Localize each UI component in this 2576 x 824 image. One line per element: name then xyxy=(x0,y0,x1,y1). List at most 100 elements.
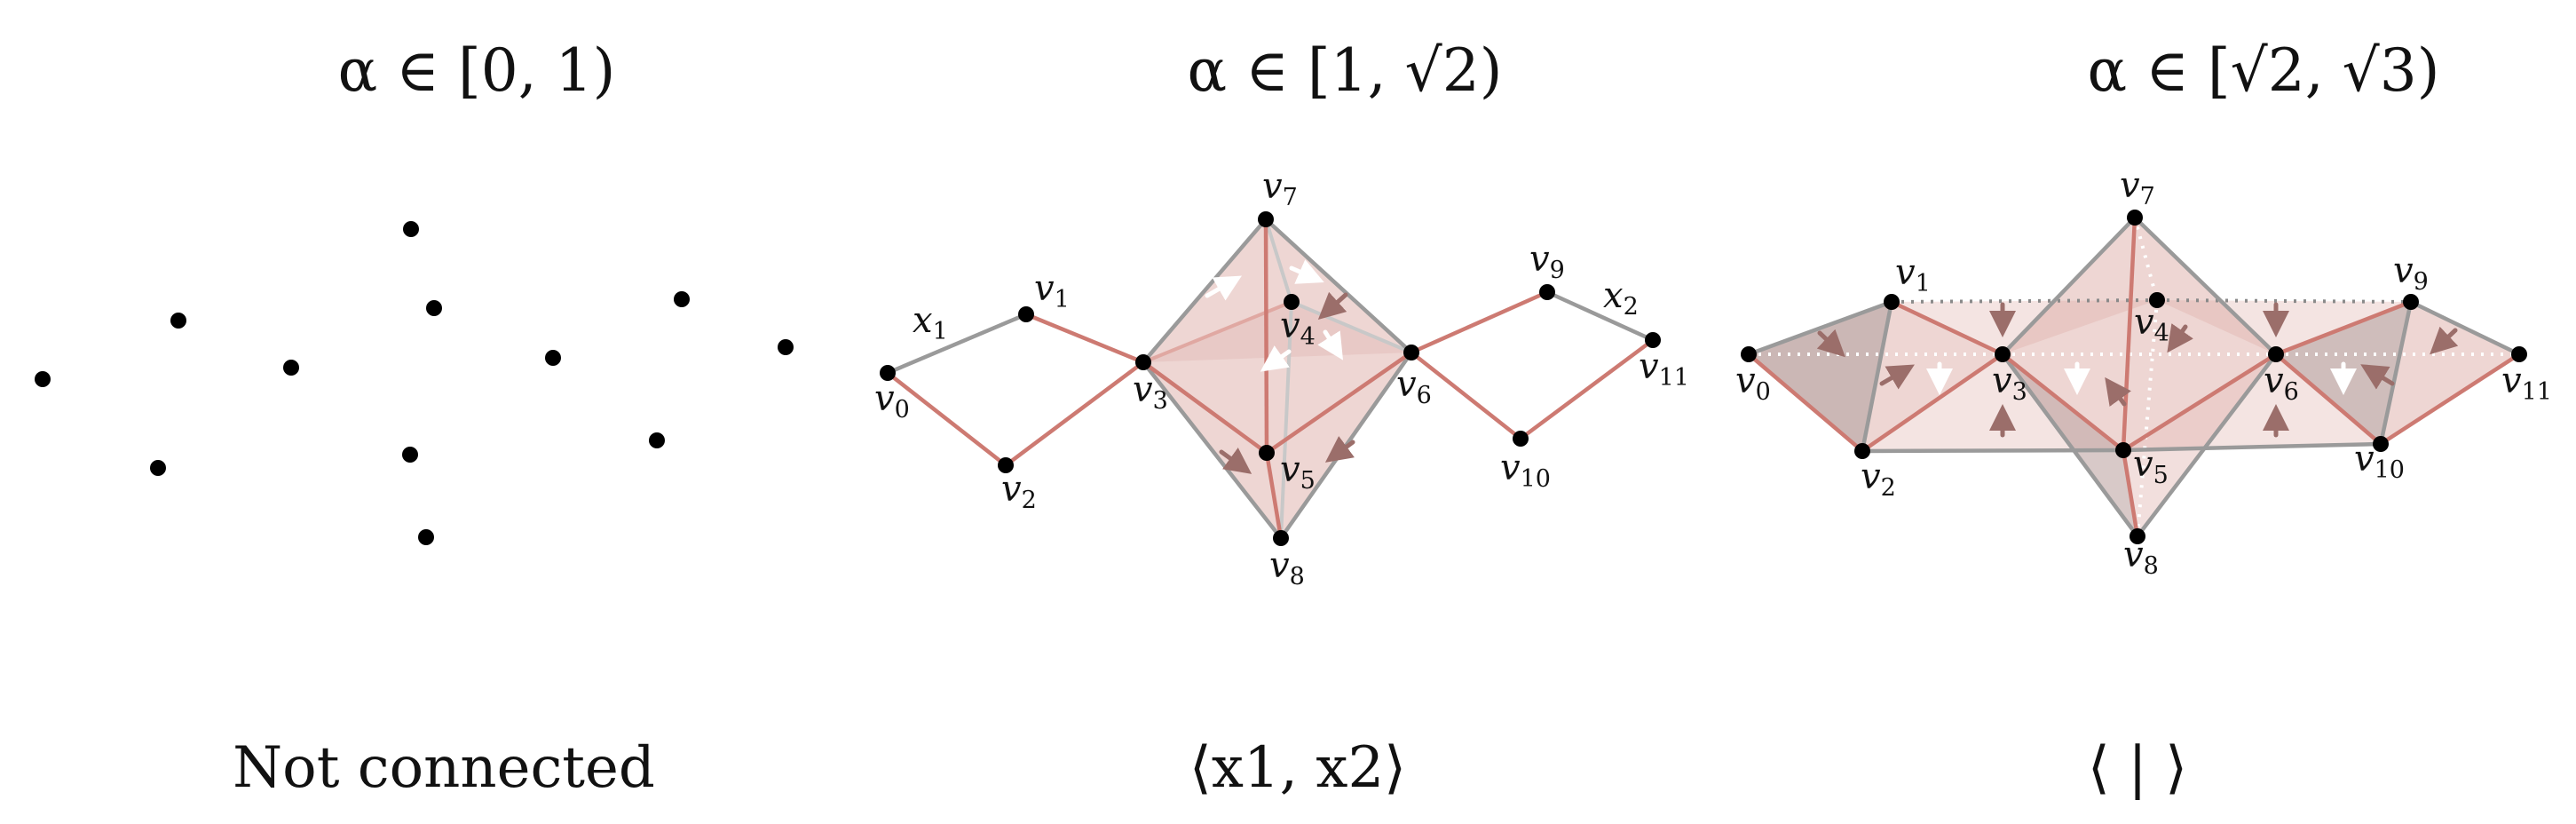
point xyxy=(649,432,665,448)
edge xyxy=(2379,353,2521,446)
label-v6: v6 xyxy=(2264,360,2299,406)
point xyxy=(403,221,419,237)
edge xyxy=(1025,312,1144,365)
vertex-v11 xyxy=(2511,346,2527,362)
point xyxy=(150,460,166,476)
label-v5: v5 xyxy=(2133,444,2169,489)
label-v3: v3 xyxy=(1133,369,1168,415)
orientation-arrow xyxy=(1219,448,1252,474)
edge xyxy=(2122,353,2278,452)
orientation-arrow xyxy=(2167,323,2193,353)
edge xyxy=(1519,338,1655,440)
panel3-caption: ⟨ | ⟩ xyxy=(2088,735,2187,801)
vertex-v3 xyxy=(1995,346,2011,362)
octa-edge xyxy=(1142,360,1268,455)
label-v1: v1 xyxy=(1034,268,1070,313)
orientation-arrow xyxy=(1205,275,1242,301)
face xyxy=(2381,302,2519,444)
edge xyxy=(2275,299,2412,357)
orientation-arrow xyxy=(2105,376,2131,407)
face xyxy=(1749,302,1892,451)
octa-edge-back xyxy=(1291,300,1412,354)
label-v0: v0 xyxy=(874,378,910,424)
point xyxy=(418,529,434,545)
panel2-title-close: ) xyxy=(1480,36,1503,105)
vertex-v9 xyxy=(2403,294,2419,310)
edge xyxy=(1546,289,1654,343)
label-v5: v5 xyxy=(1280,449,1316,495)
label-x2: x2 xyxy=(1603,275,1639,321)
orientation-arrow xyxy=(1324,436,1355,463)
panel3-complex: v0 v1 v2 v3 v4 v5 v6 v7 v8 v9 v10 v11 xyxy=(1735,165,2552,580)
point xyxy=(35,371,51,387)
vertex-v5 xyxy=(2115,442,2131,458)
vertex-v2 xyxy=(1854,443,1870,459)
vertex-v4 xyxy=(2149,292,2165,308)
label-v9: v9 xyxy=(2393,250,2429,296)
edge xyxy=(2274,353,2382,446)
label-v9: v9 xyxy=(1529,239,1565,284)
panel3-title-main: α ∈ [ xyxy=(2088,36,2231,105)
edge xyxy=(1748,299,1892,357)
label-v7: v7 xyxy=(2120,165,2155,210)
orientation-arrow xyxy=(1816,329,1845,358)
orientation-arrow xyxy=(1317,291,1348,321)
vertex-v0 xyxy=(880,365,896,381)
orientation-arrow xyxy=(2430,326,2459,355)
vertex-v8 xyxy=(2130,528,2145,544)
octa-edge xyxy=(1263,218,1269,454)
label-v1: v1 xyxy=(1895,252,1931,297)
vertex-v1 xyxy=(1884,294,1900,310)
vertex-v5 xyxy=(1259,445,1275,461)
panel3-title-sqrt1: √2 xyxy=(2231,36,2305,105)
orientation-arrow xyxy=(2360,364,2395,390)
edge xyxy=(2121,217,2137,451)
label-v2: v2 xyxy=(1861,456,1896,502)
orientation-arrow xyxy=(1260,345,1292,372)
label-v2: v2 xyxy=(1001,469,1037,514)
vertex-v10 xyxy=(1513,431,1529,447)
edge xyxy=(1410,351,1522,440)
panel2-title-main: α ∈ [1, xyxy=(1188,36,1405,105)
edge xyxy=(2001,353,2125,452)
label-v0: v0 xyxy=(1735,360,1771,406)
octa-face xyxy=(1143,302,1411,362)
panel3-title-close: ) xyxy=(2417,36,2440,105)
octa-edge xyxy=(1265,351,1413,455)
panel3-title: α ∈ [√2, √3) xyxy=(2088,36,2440,105)
point xyxy=(283,360,299,376)
vertex-v8 xyxy=(1273,530,1289,546)
vertex-v4 xyxy=(1284,294,1300,310)
orientation-arrow xyxy=(1317,329,1344,360)
label-v4: v4 xyxy=(1280,305,1316,351)
label-x1: x1 xyxy=(913,300,948,345)
panel2-complex: x1 x2 v0 v1 v2 v3 v4 v5 v6 v7 v8 v9 v10 … xyxy=(874,166,1689,590)
vertex-v11 xyxy=(1645,332,1661,348)
label-v10: v10 xyxy=(2354,439,2405,484)
edge xyxy=(1410,289,1548,355)
octa-edge xyxy=(1264,218,1413,354)
point xyxy=(778,339,794,355)
point xyxy=(426,300,442,316)
point xyxy=(170,313,186,329)
dotted-edge xyxy=(2136,299,2159,537)
label-v4: v4 xyxy=(2134,302,2169,347)
edge xyxy=(2122,441,2382,453)
edge xyxy=(1747,353,1864,453)
label-v11: v11 xyxy=(2501,360,2552,406)
panel2-title: α ∈ [1, √2) xyxy=(1188,36,1503,105)
panel1-points xyxy=(35,221,794,545)
face xyxy=(2123,218,2276,450)
label-v7: v7 xyxy=(1262,166,1298,211)
panel1-title: α ∈ [0, 1) xyxy=(338,36,616,105)
orientation-arrow xyxy=(1289,259,1324,284)
label-v10: v10 xyxy=(1500,448,1551,493)
vertex-v7 xyxy=(2127,210,2143,226)
octa-edge-back xyxy=(1264,218,1293,303)
dotted-edge xyxy=(2156,298,2412,304)
face xyxy=(2123,354,2276,536)
edge xyxy=(1891,299,2003,357)
vertex-v6 xyxy=(2268,346,2284,362)
label-v6: v6 xyxy=(1396,364,1432,409)
